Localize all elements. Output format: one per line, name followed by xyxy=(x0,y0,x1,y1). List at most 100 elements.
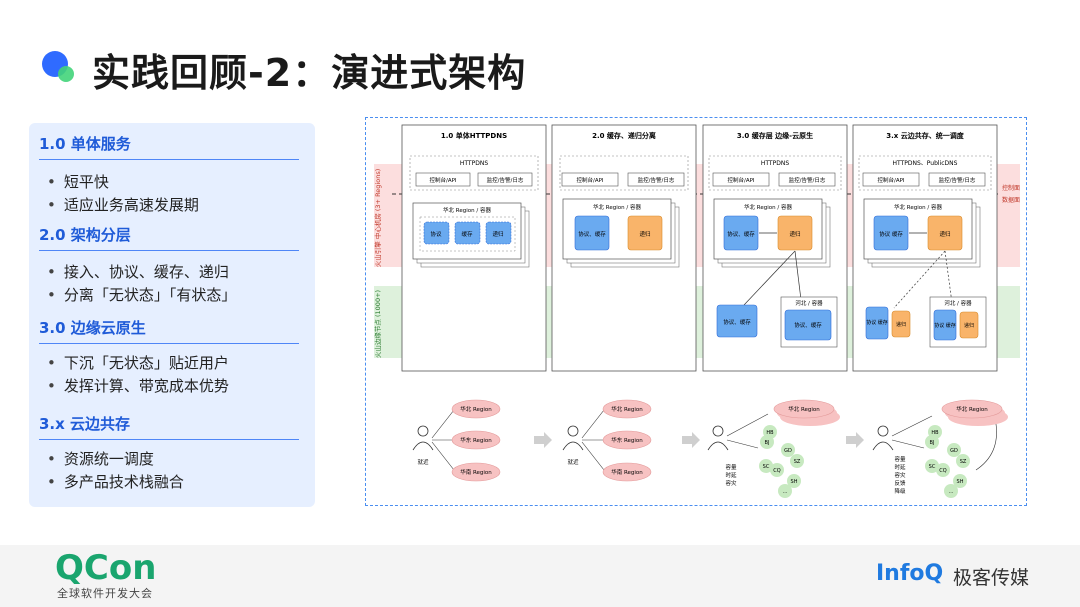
node-label: GD xyxy=(784,448,792,454)
monitor-label: 监控/告警/日志 xyxy=(487,176,524,184)
summary-panel: 1.0 单体服务 短平快 适应业务高速发展期 2.0 架构分层 接入、协议、缓存… xyxy=(29,123,315,507)
user-icon xyxy=(417,425,429,437)
scenario-1: 就近 华北 Region 华东 Region 华南 Region xyxy=(412,399,501,482)
node-label: BJ xyxy=(930,440,935,446)
footer-bar xyxy=(0,545,1080,607)
node-dot xyxy=(778,484,792,498)
node-label: CQ xyxy=(773,468,780,474)
region-name: 华东 Region xyxy=(611,436,643,444)
edge-module-label: 协议、缓存 xyxy=(723,318,751,326)
control-plane-label: 控制面 xyxy=(1002,184,1020,192)
node-label: ... xyxy=(783,489,788,495)
node-dot xyxy=(925,435,939,449)
node-dot xyxy=(790,454,804,468)
page-title: 实践回顾-2：演进式架构 xyxy=(92,51,527,95)
node-label: GD xyxy=(950,448,958,454)
factor-label: 容量 xyxy=(725,463,737,471)
list-item: 适应业务高速发展期 xyxy=(47,194,199,215)
module-label: 递归 xyxy=(939,230,950,238)
edge-module-label: 协议、缓存 xyxy=(794,321,822,329)
section-heading: 3.x 云边共存 xyxy=(39,415,131,433)
module-label: 协议 xyxy=(430,230,442,238)
edge-module-label: 递归 xyxy=(964,322,974,329)
band-top-label: 火山引擎 中心机房 (3+ Regions) xyxy=(373,169,382,268)
region-name: 华北 Region xyxy=(460,405,492,413)
link-arrow xyxy=(743,250,796,306)
factor-label: 容灾 xyxy=(725,479,737,487)
feedback-arrow xyxy=(975,423,997,471)
list-item: 多产品技术栈融合 xyxy=(47,471,184,492)
region-name: 华北 Region xyxy=(956,405,988,413)
node-dot xyxy=(781,443,795,457)
factor-label: 容量 xyxy=(894,455,906,463)
node-dot xyxy=(787,474,801,488)
edge-region-label: 河北 / 容器 xyxy=(944,299,972,307)
node-label: HB xyxy=(766,430,774,436)
node-dot xyxy=(944,484,958,498)
user-icon xyxy=(712,425,724,437)
module-label: 协议 缓存 xyxy=(879,230,903,238)
node-label: BJ xyxy=(765,440,770,446)
region-label: 华北 Region / 容器 xyxy=(443,206,491,214)
node-dot xyxy=(936,463,950,477)
node-label: ... xyxy=(949,489,954,495)
monitor-label: 监控/告警/日志 xyxy=(939,176,976,184)
node-label: SH xyxy=(957,479,964,485)
scenario-3: 容量 时延 容灾 华北 Region HB BJ GD SZ SC CQ SH … xyxy=(707,399,840,498)
module-label: 递归 xyxy=(492,230,503,238)
column-title: 1.0 单体HTTPDNS xyxy=(441,131,507,140)
ctrl-label: 控制台/API xyxy=(576,176,603,184)
near-label: 就近 xyxy=(417,458,429,466)
ctrl-label: 控制台/API xyxy=(727,176,754,184)
factor-label: 反馈 xyxy=(894,479,906,487)
edge-module-label: 递归 xyxy=(896,321,906,328)
node-dot xyxy=(759,459,773,473)
arrow-right-icon xyxy=(682,432,700,448)
factor-label: 时延 xyxy=(894,463,906,471)
edge-module-label: 协议 缓存 xyxy=(866,319,888,326)
module-label: 协议、缓存 xyxy=(727,230,755,238)
region-name: 华南 Region xyxy=(460,468,492,476)
near-label: 就近 xyxy=(567,458,579,466)
service-label: HTTPDNS xyxy=(761,160,789,167)
qcon-logo: QCon xyxy=(55,548,157,588)
node-dot xyxy=(947,443,961,457)
list-item: 资源统一调度 xyxy=(47,448,154,469)
section-divider xyxy=(39,250,299,251)
module-label: 递归 xyxy=(789,230,800,238)
arrow-right-icon xyxy=(534,432,552,448)
edge-module-label: 协议 缓存 xyxy=(934,322,956,329)
infoq-logo: InfoQ xyxy=(876,561,944,586)
service-label: HTTPDNS xyxy=(460,160,488,167)
monitor-label: 监控/告警/日志 xyxy=(638,176,675,184)
node-dot xyxy=(953,474,967,488)
architecture-svg: 火山引擎 中心机房 (3+ Regions) 火山边缘节点 (1000+) 控制… xyxy=(373,124,1020,498)
node-label: HB xyxy=(931,430,939,436)
node-dot xyxy=(925,459,939,473)
list-item: 分离「无状态」「有状态」 xyxy=(47,284,237,305)
region-name: 华南 Region xyxy=(611,468,643,476)
node-label: SZ xyxy=(960,459,967,465)
arrow-right-icon xyxy=(846,432,864,448)
scenario-2: 就近 华北 Region 华东 Region 华南 Region xyxy=(562,399,652,482)
column-2: 2.0 缓存、递归分离 控制台/API 监控/告警/日志 华北 Region /… xyxy=(551,124,697,372)
node-label: SC xyxy=(763,464,770,470)
node-label: SH xyxy=(791,479,798,485)
monitor-label: 监控/告警/日志 xyxy=(789,176,826,184)
list-item: 短平快 xyxy=(47,171,109,192)
list-item: 下沉「无状态」贴近用户 xyxy=(47,352,229,373)
column-3: 3.0 缓存层 边缘-云原生 HTTPDNS 控制台/API 监控/告警/日志 … xyxy=(702,124,848,372)
band-bottom-label: 火山边缘节点 (1000+) xyxy=(373,290,382,358)
list-item: 发挥计算、带宽成本优势 xyxy=(47,375,229,396)
module-label: 递归 xyxy=(639,230,650,238)
region-label: 华北 Region / 容器 xyxy=(744,203,792,211)
factor-label: 降级 xyxy=(894,487,906,495)
region-name: 华北 Region xyxy=(611,405,643,413)
qcon-subtitle: 全球软件开发大会 xyxy=(57,587,153,600)
ctrl-label: 控制台/API xyxy=(429,176,456,184)
user-icon xyxy=(567,425,579,437)
section-heading: 1.0 单体服务 xyxy=(39,135,131,153)
link-arrow xyxy=(893,250,946,309)
column-4: 3.x 云边共存、统一调度 HTTPDNS、PublicDNS 控制台/API … xyxy=(852,124,998,372)
ctrl-label: 控制台/API xyxy=(877,176,904,184)
